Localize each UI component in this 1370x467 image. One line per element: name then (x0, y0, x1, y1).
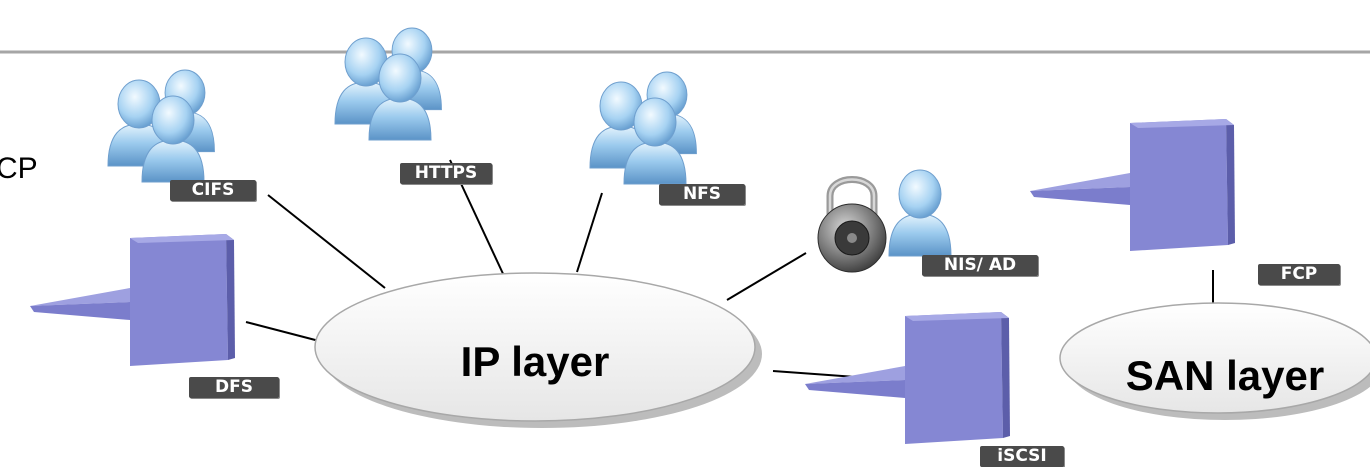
nfs-users-icon (590, 72, 696, 184)
san-layer-ellipse (1059, 302, 1370, 420)
cifs-label: CIFS (170, 180, 256, 201)
cifs-users-icon (108, 70, 214, 182)
connector-cifs (267, 194, 386, 289)
dfs-label: DFS (189, 377, 279, 398)
san-layer-label: SAN layer (1125, 352, 1325, 399)
nis-ad-user-icon (888, 169, 952, 257)
connector-dfs (245, 321, 324, 343)
connector-iscsi (772, 370, 857, 378)
padlock-icon (817, 176, 887, 273)
ip-layer-ellipse (314, 272, 762, 428)
fcp-server-icon (1030, 119, 1235, 251)
nfs-label: NFS (659, 184, 745, 205)
clipped-edge-text: CP (0, 152, 38, 185)
connector-nfs (576, 192, 603, 273)
dfs-server-icon (30, 234, 235, 366)
nis-ad-label: NIS/ AD (922, 255, 1038, 276)
https-label: HTTPS (400, 163, 492, 184)
fcp-label: FCP (1258, 264, 1340, 285)
connector-nis-ad (726, 252, 807, 301)
ip-layer-label: IP layer (460, 338, 610, 385)
iscsi-server-icon (805, 312, 1010, 444)
iscsi-label: iSCSI (980, 446, 1064, 467)
https-users-icon (335, 28, 441, 140)
